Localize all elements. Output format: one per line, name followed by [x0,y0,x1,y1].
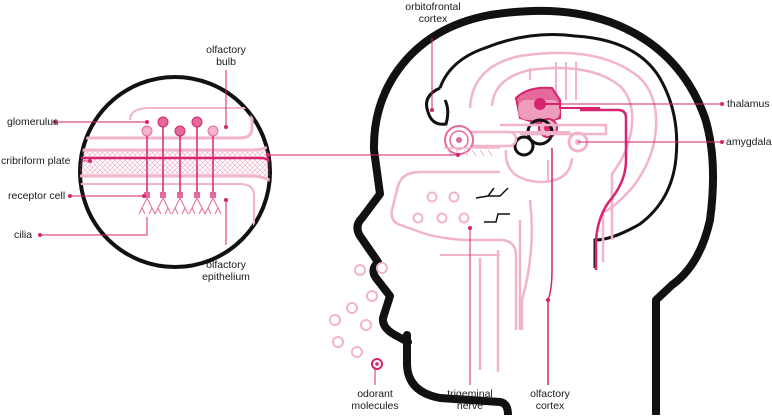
neuron-4 [188,116,206,215]
neuron-columns [138,116,222,215]
brain-track [500,123,608,136]
neuron-2 [154,116,172,215]
head-bulb-core [456,137,462,143]
brain-loop [504,149,574,184]
cribriform-hatch [80,150,270,176]
label-amygdala: amygdala [726,136,772,148]
label-trigeminal-nerve-line1: trigeminal [447,388,493,400]
odorant-highlight-core [375,362,379,366]
magnified-view [78,75,272,269]
throat-line [478,220,522,372]
label-cribriform-plate: cribriform plate [1,155,71,167]
brain-outline [438,33,679,268]
label-receptor-cell: receptor cell [8,190,66,202]
bulb-tract [80,90,254,140]
label-olfactory-epithelium: olfactory epithelium [202,259,250,283]
brain-fold-2 [490,66,634,240]
olfactory-cortex-line [547,148,553,385]
plate-upper [80,95,270,152]
label-odorant-molecules-line2: molecules [351,400,399,412]
label-orbitofrontal-cortex-line1: orbitofrontal [405,1,461,13]
label-olfactory-cortex-line2: cortex [535,400,565,412]
label-orbitofrontal-cortex: orbitofrontal cortex [405,1,460,25]
cortex-node [513,135,535,157]
leader-lines [40,38,722,385]
label-trigeminal-nerve: trigeminal nerve [447,388,493,412]
head-outline [403,331,512,419]
label-olfactory-epithelium-line1: olfactory [206,259,246,271]
plate-lower [80,174,270,250]
label-olfactory-epithelium-line2: epithelium [202,271,250,283]
brain-fold-magenta [580,108,628,270]
bulb-upper [129,107,250,121]
neuron-3 [171,125,189,215]
label-cilia: cilia [14,229,33,241]
neuron-5 [204,125,222,215]
head-outline-top [353,6,718,419]
leader-dots [38,102,724,302]
label-glomerulus: glomerulus [7,116,59,128]
trigeminal-nerve-shape-1 [475,187,509,199]
trigeminal-nerve-shape-2 [484,213,510,223]
label-odorant-molecules: odorant molecules [351,388,398,412]
label-thalamus: thalamus [727,98,770,110]
label-olfactory-cortex: olfactory cortex [530,388,570,412]
nasal-cavity [390,170,518,330]
label-odorant-molecules-line1: odorant [357,388,393,400]
odorant-molecules [329,262,388,358]
label-olfactory-bulb-line1: olfactory [206,44,246,56]
head-bulb-mid [449,130,469,150]
label-olfactory-bulb: olfactory bulb [206,44,246,68]
label-olfactory-bulb-line2: bulb [216,56,236,68]
brain-fold-3 [529,62,577,100]
label-orbitofrontal-cortex-line2: cortex [418,13,448,25]
label-trigeminal-nerve-line2: nerve [456,400,484,412]
brain-front [425,86,450,126]
epithelium-line [80,183,255,250]
throat-arc [520,199,534,330]
nasal-odorants [412,191,470,224]
plate-magenta [80,156,270,250]
neuron-1 [138,125,156,215]
brain-fold-1 [468,51,658,262]
label-olfactory-cortex-line1: olfactory [530,388,570,400]
